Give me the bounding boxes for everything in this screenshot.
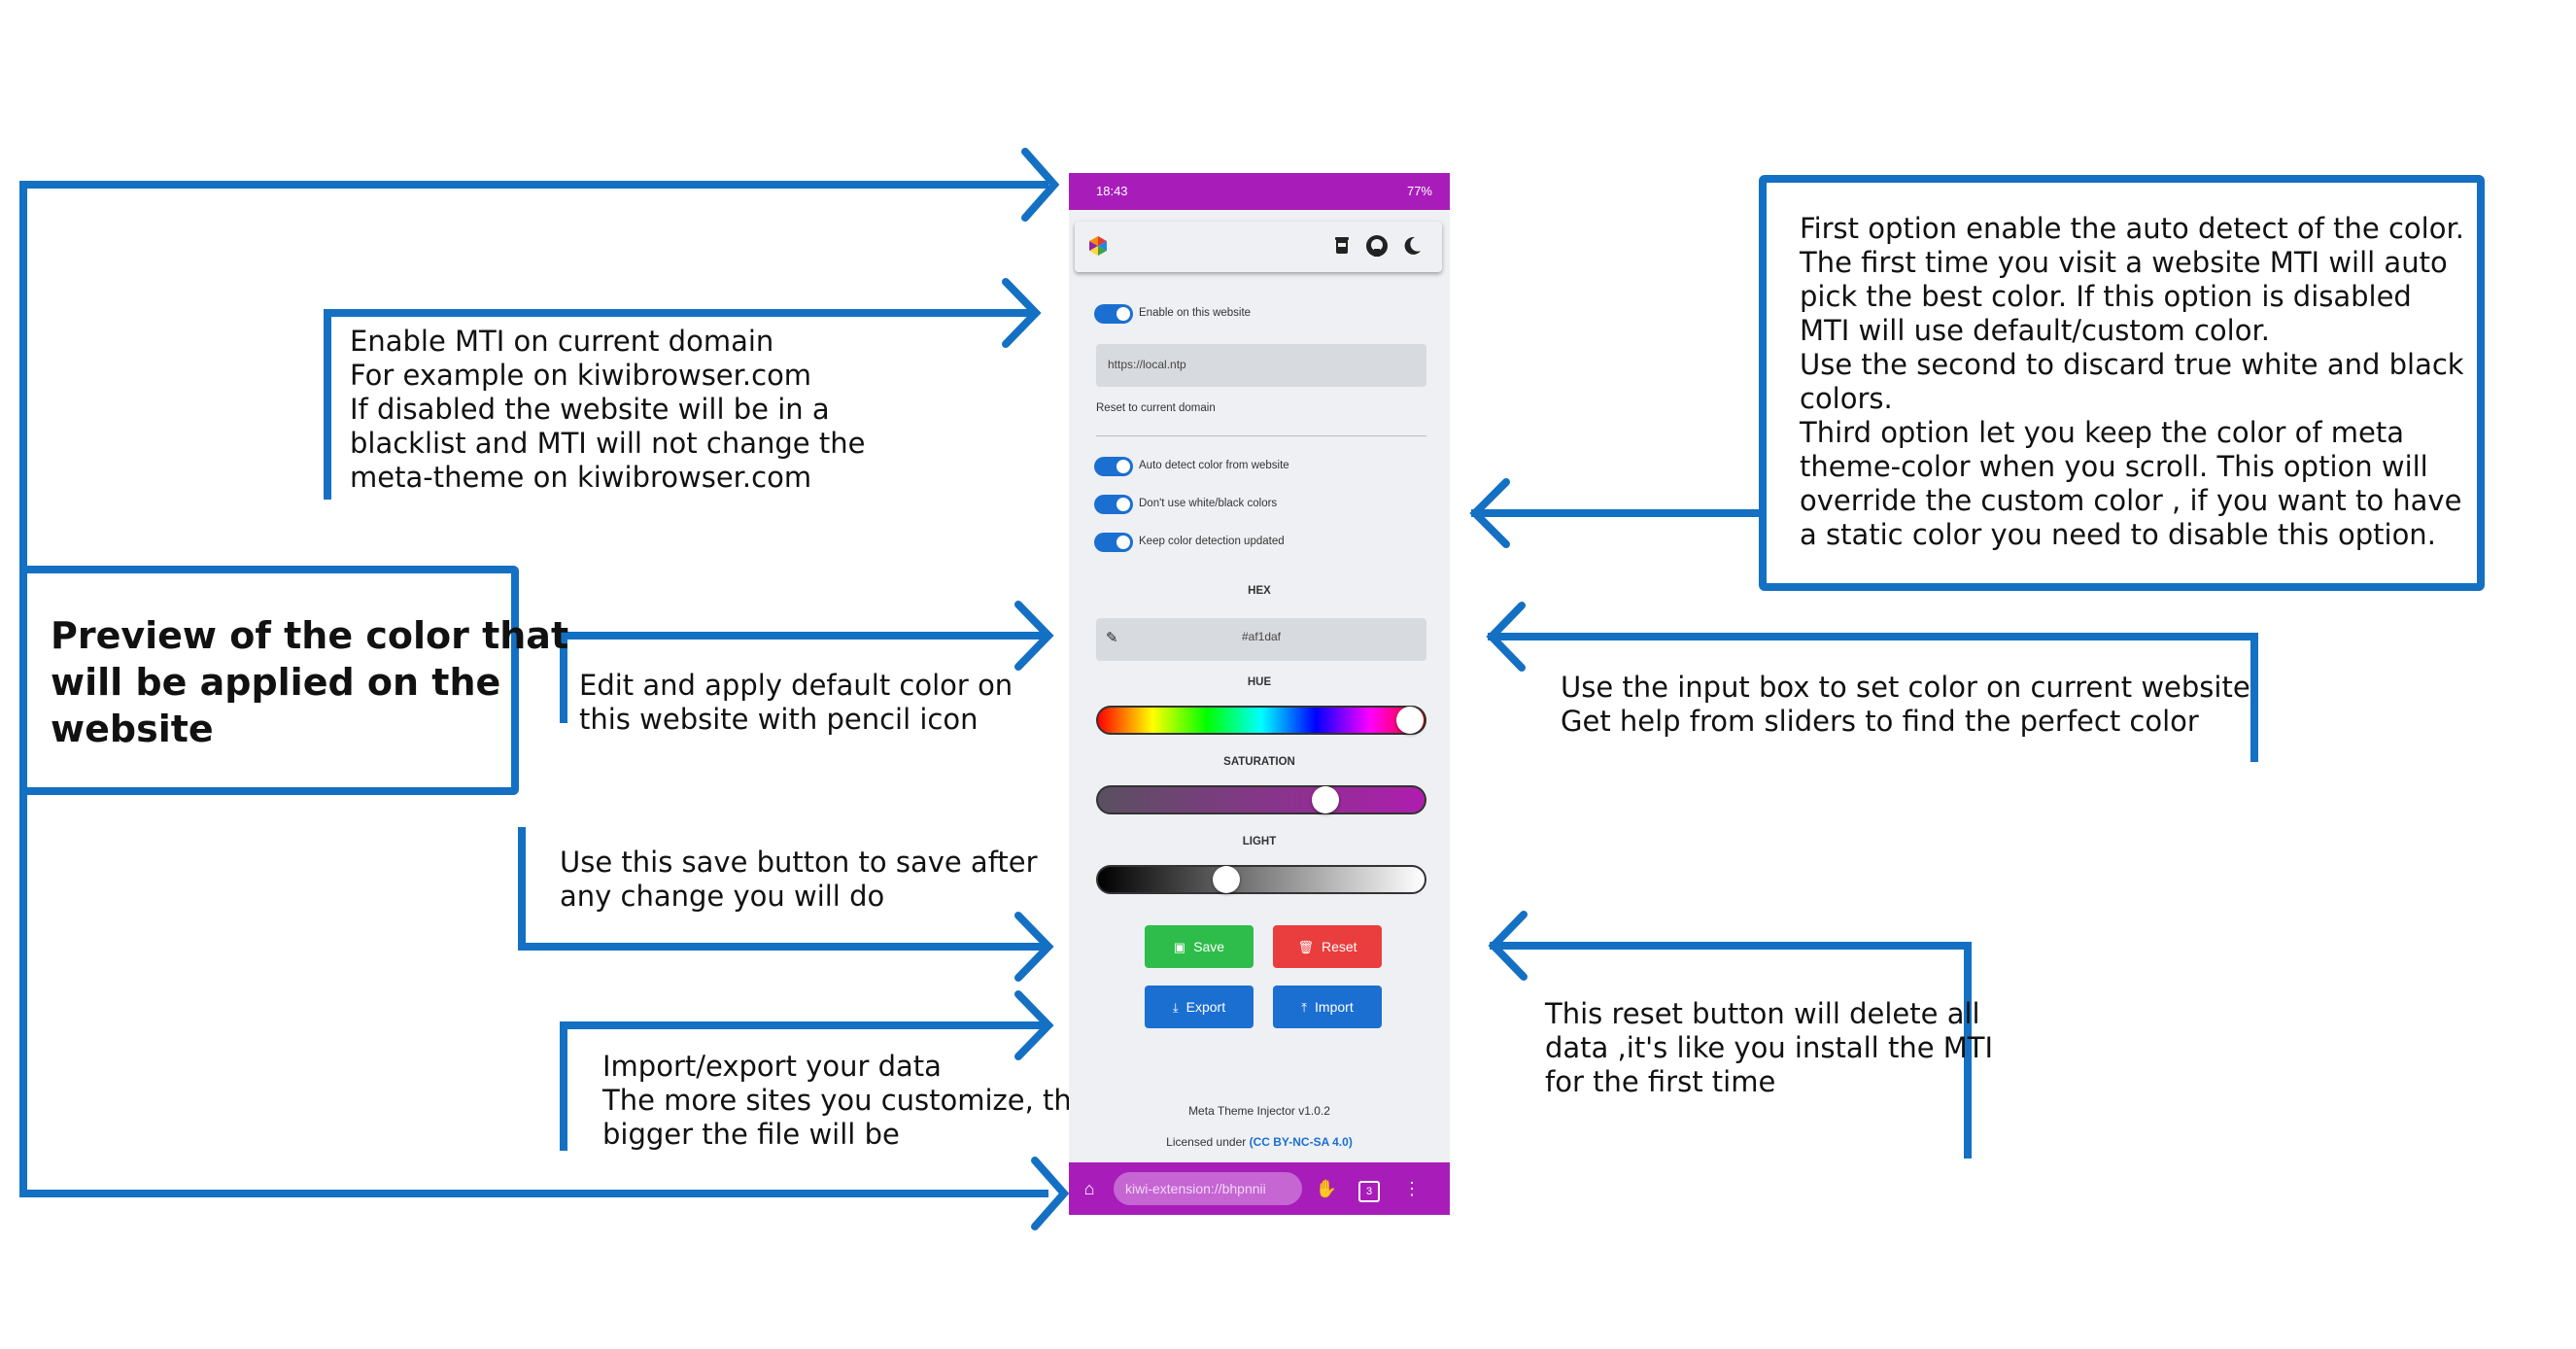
status-battery: 77% [1406, 184, 1432, 198]
moon-icon[interactable] [1399, 233, 1425, 259]
import-button[interactable]: ⤒ Import [1273, 986, 1382, 1028]
browser-bottom-bar: ⌂ kiwi-extension://bhpnnii ✋ 3 ⋮ [1069, 1162, 1450, 1215]
option-label: Auto detect color from website [1139, 460, 1289, 471]
save-label: Save [1193, 939, 1225, 954]
hand-icon[interactable]: ✋ [1315, 1179, 1338, 1198]
phone-screenshot: 18:43 77% Enable on this website https:/… [1069, 173, 1450, 1215]
reset-domain-link[interactable]: Reset to current domain [1096, 402, 1216, 414]
hex-value: #af1daf [1241, 630, 1282, 643]
light-label: LIGHT [1242, 836, 1277, 847]
edit-annotation: Edit and apply default color on this web… [579, 669, 1013, 736]
option-label: Don't use white/black colors [1139, 498, 1278, 509]
save-icon: ▣ [1173, 940, 1186, 954]
light-slider[interactable] [1096, 865, 1426, 894]
footer-title: Meta Theme Injector v1.0.2 [1188, 1104, 1330, 1118]
export-label: Export [1185, 999, 1226, 1015]
saturation-knob[interactable] [1312, 786, 1339, 813]
no-white-black-toggle[interactable] [1094, 495, 1133, 514]
saturation-slider[interactable] [1096, 785, 1426, 814]
light-knob[interactable] [1213, 866, 1240, 893]
reset-button[interactable]: 🗑 Reset [1273, 925, 1382, 968]
hue-knob[interactable] [1396, 707, 1424, 734]
download-icon: ⤓ [1172, 1000, 1179, 1015]
auto-detect-toggle[interactable] [1094, 457, 1133, 476]
trash-icon: 🗑 [1297, 940, 1314, 954]
upload-icon: ⤒ [1301, 1000, 1308, 1015]
divider [1096, 435, 1426, 436]
import-export-annotation: Import/export your data The more sites y… [602, 1050, 1089, 1151]
reset-label: Reset [1321, 939, 1357, 954]
menu-icon[interactable]: ⋮ [1403, 1179, 1421, 1198]
hue-slider[interactable] [1096, 706, 1426, 735]
hex-input[interactable]: ✎ #af1daf [1096, 618, 1426, 661]
auto-detect-annotation: First option enable the auto detect of t… [1800, 212, 2464, 551]
status-time: 18:43 [1096, 184, 1128, 198]
reset-annotation: This reset button will delete all data ,… [1545, 997, 1994, 1098]
auto-detect-box [1759, 175, 2485, 591]
theme-palette-icon[interactable] [1088, 235, 1108, 257]
save-annotation: Use this save button to save after any c… [560, 846, 1038, 913]
option-label: Keep color detection updated [1139, 536, 1285, 547]
status-bar: 18:43 77% [1069, 173, 1450, 210]
license-link[interactable]: (CC BY-NC-SA 4.0) [1249, 1135, 1353, 1149]
keep-updated-toggle[interactable] [1094, 533, 1133, 552]
enable-annotation: Enable MTI on current domain For example… [350, 325, 866, 494]
enable-website-toggle[interactable] [1094, 304, 1133, 324]
footer-license: Licensed under (CC BY-NC-SA 4.0) [1069, 1135, 1450, 1149]
github-icon[interactable] [1364, 233, 1390, 259]
extension-toolbar [1075, 222, 1442, 272]
domain-input[interactable]: https://local.ntp [1096, 344, 1426, 387]
input-box-annotation: Use the input box to set color on curren… [1561, 671, 2250, 738]
coffee-icon[interactable] [1329, 233, 1355, 259]
url-bar[interactable]: kiwi-extension://bhpnnii [1114, 1172, 1302, 1205]
preview-annotation: Preview of the color that will be applie… [51, 614, 569, 750]
license-prefix: Licensed under [1166, 1135, 1247, 1149]
tabs-count-icon[interactable]: 3 [1357, 1176, 1382, 1202]
home-icon[interactable]: ⌂ [1083, 1179, 1095, 1198]
import-label: Import [1315, 999, 1354, 1015]
preview-box [23, 566, 519, 795]
enable-website-label: Enable on this website [1139, 307, 1252, 319]
export-button[interactable]: ⤓ Export [1145, 986, 1254, 1028]
pencil-icon[interactable]: ✎ [1106, 630, 1118, 646]
saturation-label: SATURATION [1223, 756, 1295, 768]
tabs-count: 3 [1358, 1181, 1380, 1202]
hue-label: HUE [1247, 676, 1272, 688]
save-button[interactable]: ▣ Save [1145, 925, 1254, 968]
hex-label: HEX [1248, 585, 1271, 597]
